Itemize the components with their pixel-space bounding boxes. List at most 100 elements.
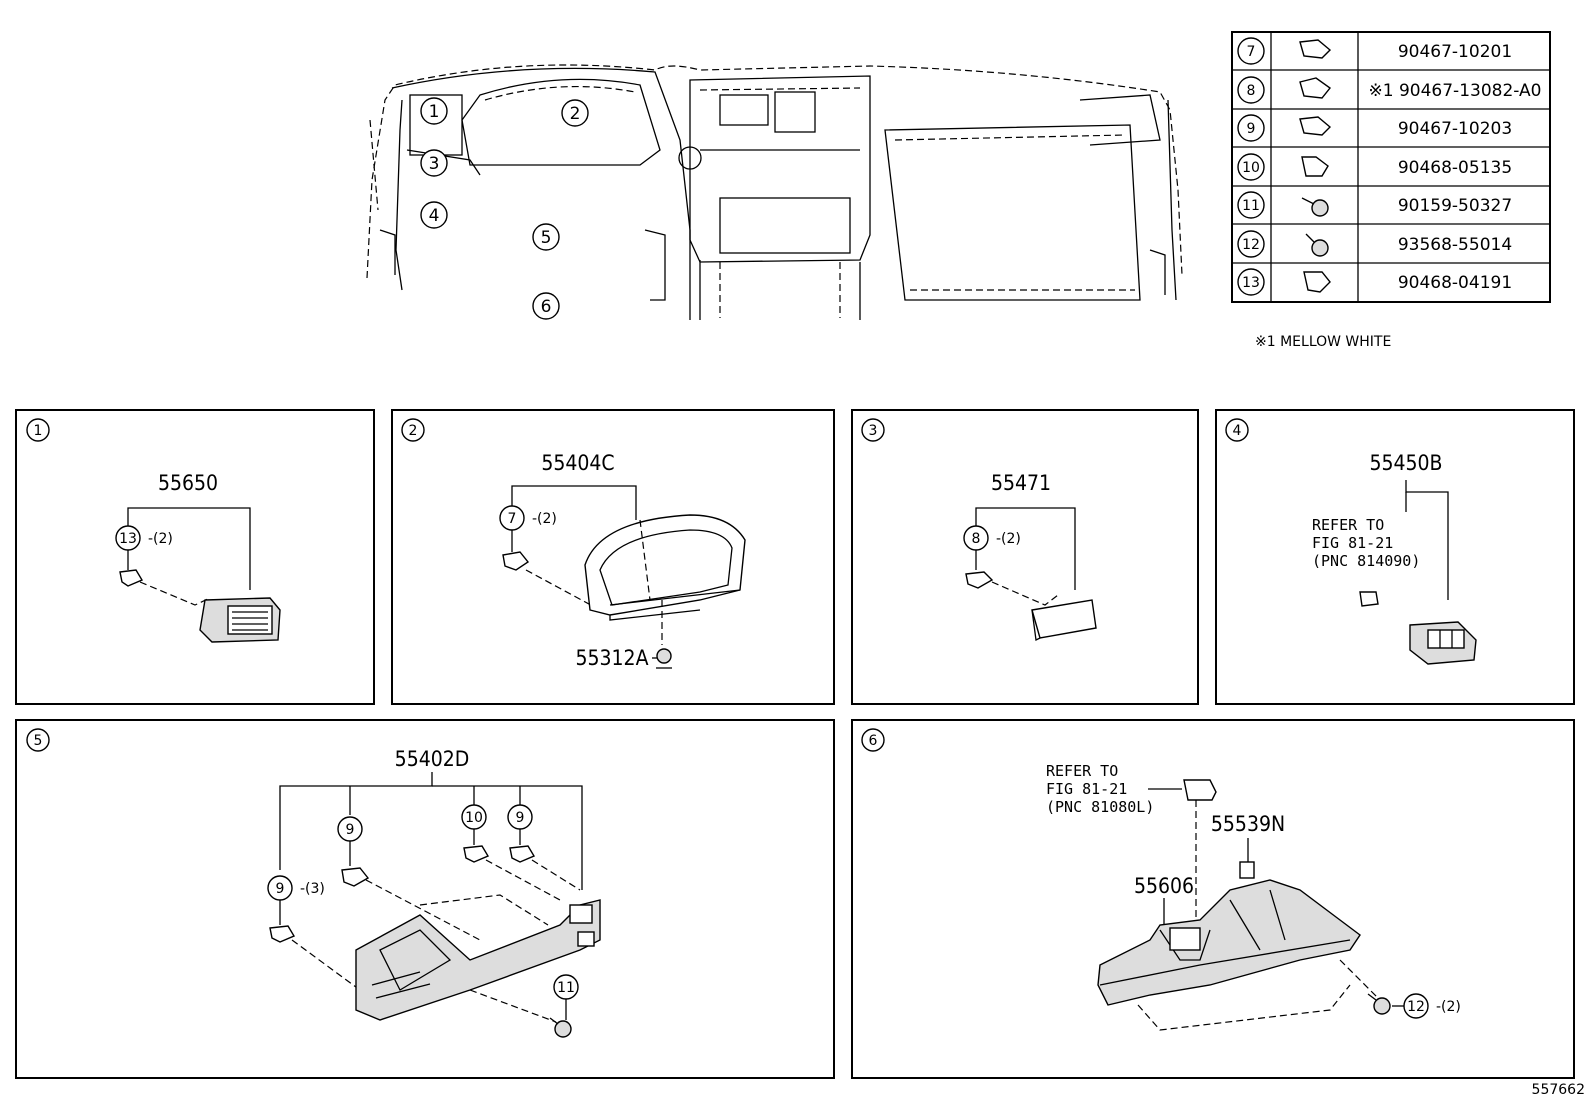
panel-number: 5 [34, 733, 43, 749]
clip-icon [1299, 77, 1332, 99]
svg-text:5: 5 [541, 228, 552, 248]
svg-text:9: 9 [276, 881, 285, 897]
switch-module-part [1409, 621, 1477, 665]
cover-panel-part [1097, 879, 1361, 1006]
clip-part [502, 551, 530, 571]
clip-part [463, 845, 490, 863]
panel-number: 2 [409, 423, 418, 439]
legend-row: 9 90467-10203 [1237, 114, 1512, 142]
svg-text:-(2): -(2) [996, 531, 1021, 547]
part-number-label: 55404C [541, 451, 614, 475]
svg-text:90159-50327: 90159-50327 [1398, 196, 1512, 216]
svg-text:8: 8 [1247, 83, 1256, 99]
svg-text:2: 2 [570, 104, 581, 124]
panel-1: 1 55650 13 -(2) [15, 409, 375, 705]
part-number-label: 55650 [158, 471, 218, 495]
svg-text:11: 11 [557, 980, 575, 996]
svg-text:-(2): -(2) [1436, 999, 1461, 1015]
svg-text:1: 1 [429, 102, 440, 122]
svg-text:6: 6 [541, 297, 552, 317]
overview-callout-4: 4 [420, 201, 448, 229]
legend-row: 10 90468-05135 [1237, 153, 1512, 181]
svg-text:4: 4 [429, 206, 440, 226]
svg-text:-(3): -(3) [300, 881, 325, 897]
svg-text:90468-04191: 90468-04191 [1398, 273, 1512, 293]
legend-note: ※1 MELLOW WHITE [1255, 334, 1391, 350]
svg-text:12: 12 [1242, 237, 1260, 253]
screw-icon [1305, 233, 1329, 257]
clip-part [965, 571, 994, 589]
clip-part [341, 867, 370, 887]
legend-row: 11 90159-50327 [1237, 191, 1512, 219]
panel-number: 6 [869, 733, 878, 749]
svg-text:90467-10203: 90467-10203 [1398, 119, 1512, 139]
svg-text:8: 8 [972, 531, 981, 547]
refer-note: FIG 81-21 [1046, 780, 1127, 798]
panel-number: 3 [869, 423, 878, 439]
clip-icon [1299, 116, 1332, 136]
clip-part [1239, 861, 1255, 879]
svg-text:※1 90467-13082-A0: ※1 90467-13082-A0 [1369, 81, 1542, 101]
overview-callouts: 1 2 3 4 5 6 [420, 97, 589, 320]
refer-note: FIG 81-21 [1312, 534, 1393, 552]
legend-row: 7 90467-10201 [1237, 37, 1512, 65]
clip-part [1183, 779, 1217, 801]
part-number-label: 55312A [575, 646, 648, 670]
clip-part [269, 925, 296, 943]
trim-panel-part [1031, 599, 1097, 641]
svg-text:10: 10 [465, 810, 483, 826]
clip-part [1359, 591, 1379, 607]
clip-icon [1299, 39, 1332, 59]
overview-callout-3: 3 [420, 149, 448, 177]
svg-text:93568-55014: 93568-55014 [1398, 235, 1512, 255]
legend-table: 7 90467-10201 8 ※1 90467-13082-A0 9 9046… [1231, 31, 1551, 303]
refer-note: REFER TO [1312, 516, 1384, 534]
panel-number: 4 [1233, 423, 1242, 439]
screw-icon [1301, 197, 1329, 217]
svg-text:90468-05135: 90468-05135 [1398, 158, 1512, 178]
overview-callout-2: 2 [561, 99, 589, 127]
overview-callout-5: 5 [532, 223, 560, 251]
svg-text:90467-10201: 90467-10201 [1398, 42, 1512, 62]
svg-text:-(2): -(2) [532, 511, 557, 527]
svg-text:13: 13 [119, 531, 137, 547]
figure-id: 557662 [1532, 1082, 1585, 1098]
part-number-label: 55402D [395, 747, 470, 771]
refer-note: (PNC 81080L) [1046, 798, 1154, 816]
svg-text:11: 11 [1242, 198, 1260, 214]
part-number-label: 55450B [1369, 451, 1442, 475]
dashboard-overview [366, 64, 1183, 320]
overview-callout-6: 6 [532, 292, 560, 320]
legend-row: 13 90468-04191 [1237, 268, 1512, 296]
refer-note: REFER TO [1046, 762, 1118, 780]
clip-part [509, 845, 536, 863]
svg-text:9: 9 [346, 822, 355, 838]
panel-2: 2 55404C 7 -(2) 55312A [391, 409, 835, 705]
part-number-label: 55606 [1134, 874, 1194, 898]
clip-part [119, 569, 144, 587]
svg-text:7: 7 [1247, 44, 1256, 60]
screw-part [1367, 993, 1391, 1015]
panel-4: 4 55450B REFER TO FIG 81-21 (PNC 814090) [1215, 409, 1575, 705]
svg-text:9: 9 [1247, 121, 1256, 137]
svg-text:3: 3 [429, 154, 440, 174]
legend-row: 12 93568-55014 [1237, 230, 1512, 258]
refer-note: (PNC 814090) [1312, 552, 1420, 570]
panel-number: 1 [34, 423, 43, 439]
part-number-label: 55539N [1211, 812, 1285, 836]
panel-5: 5 55402D 9 10 9 9 -(3) 11 [15, 719, 835, 1079]
svg-text:10: 10 [1242, 160, 1260, 176]
air-vent-part [199, 597, 281, 643]
panel-3: 3 55471 8 -(2) [851, 409, 1199, 705]
part-number-label: 55471 [991, 471, 1051, 495]
svg-text:7: 7 [508, 511, 517, 527]
meter-hood-part [584, 514, 746, 621]
svg-text:13: 13 [1242, 275, 1260, 291]
clip-part [656, 648, 672, 669]
svg-text:12: 12 [1407, 999, 1425, 1015]
svg-text:-(2): -(2) [148, 531, 173, 547]
clip-icon [1301, 156, 1329, 177]
clip-icon [1303, 271, 1331, 293]
panel-6: 6 REFER TO FIG 81-21 (PNC 81080L) 55539N… [851, 719, 1575, 1079]
